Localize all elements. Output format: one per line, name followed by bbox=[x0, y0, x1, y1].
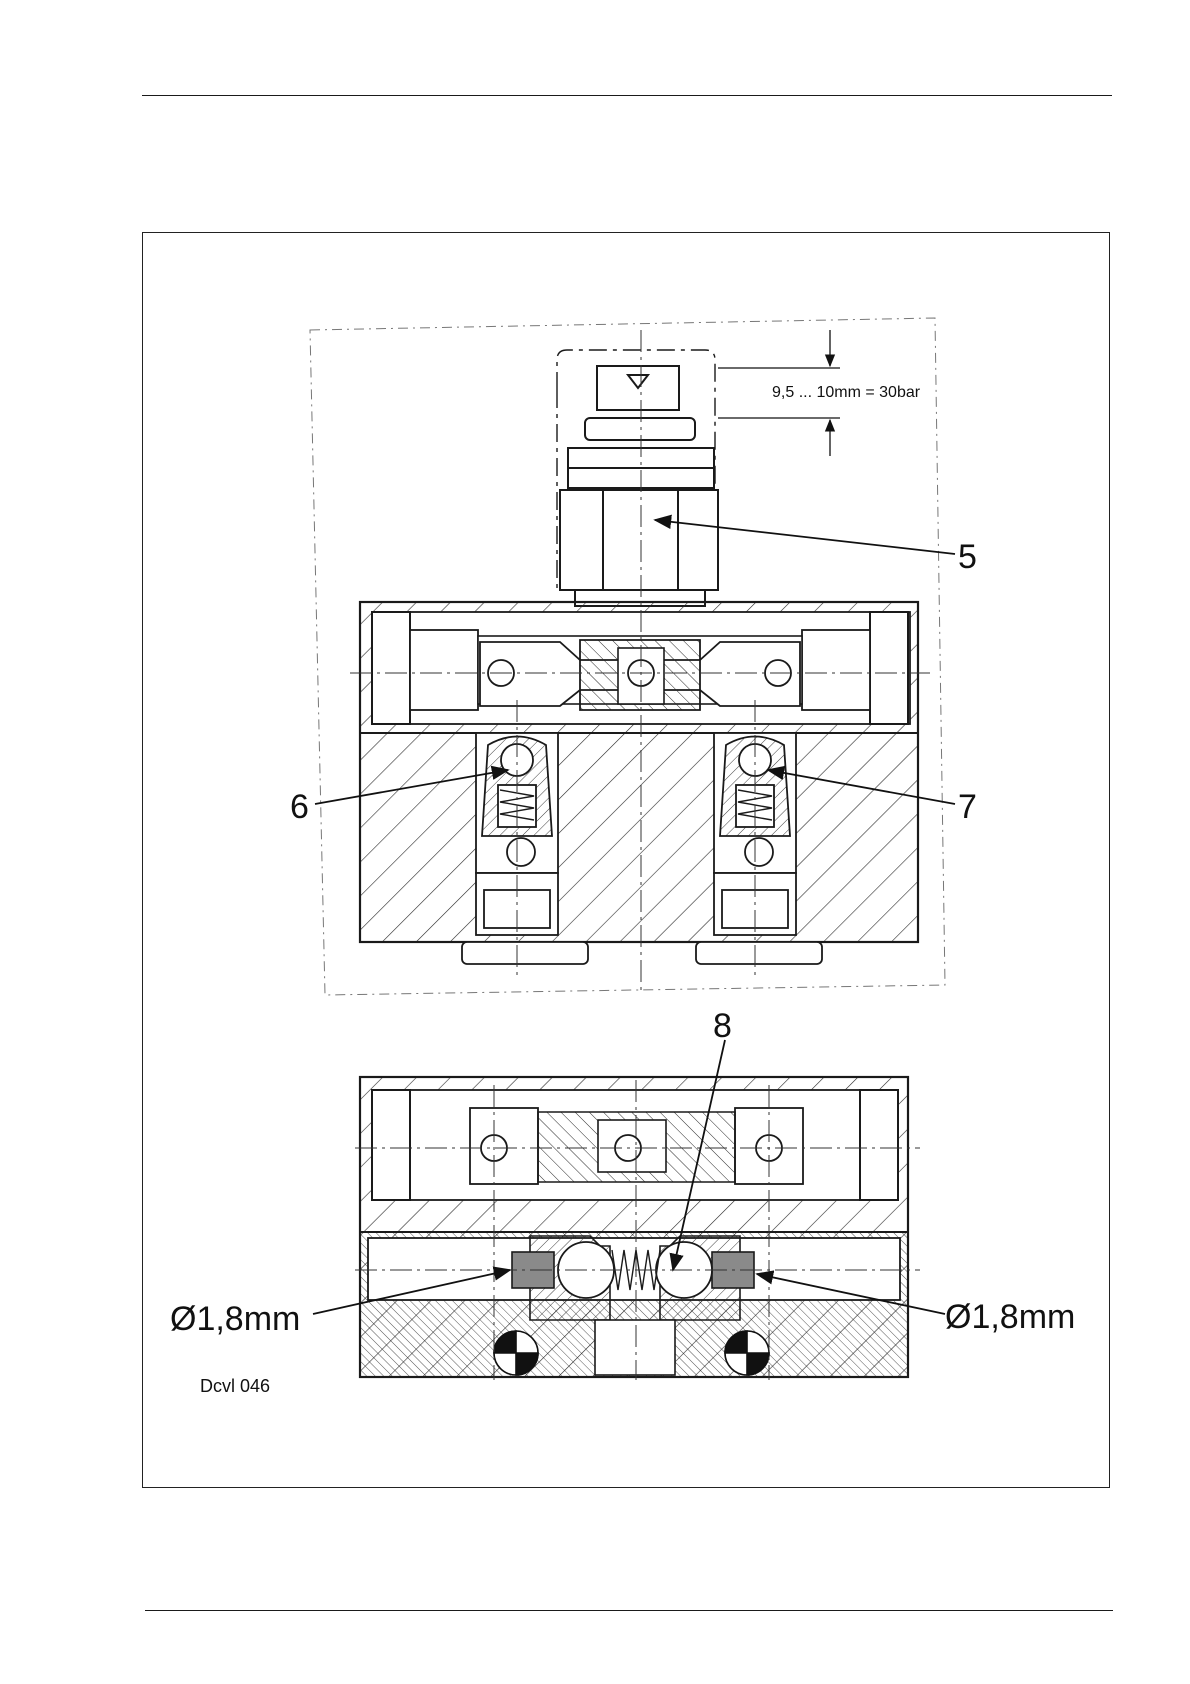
o-ring-left bbox=[494, 1331, 538, 1375]
callout-5: 5 bbox=[958, 538, 977, 576]
drawing-reference: Dcvl 046 bbox=[200, 1376, 270, 1396]
callout-8: 8 bbox=[713, 1007, 732, 1045]
orifice-label-right: Ø1,8mm bbox=[945, 1298, 1075, 1336]
o-ring-right bbox=[725, 1331, 769, 1375]
callout-7: 7 bbox=[958, 788, 977, 826]
upper-view bbox=[310, 318, 955, 995]
orifice-label-left: Ø1,8mm bbox=[170, 1300, 300, 1338]
dimension-label: 9,5 ... 10mm = 30bar bbox=[772, 384, 921, 401]
callout-6: 6 bbox=[290, 788, 309, 826]
adjusting-screw bbox=[557, 350, 718, 606]
lower-view bbox=[313, 1040, 945, 1380]
